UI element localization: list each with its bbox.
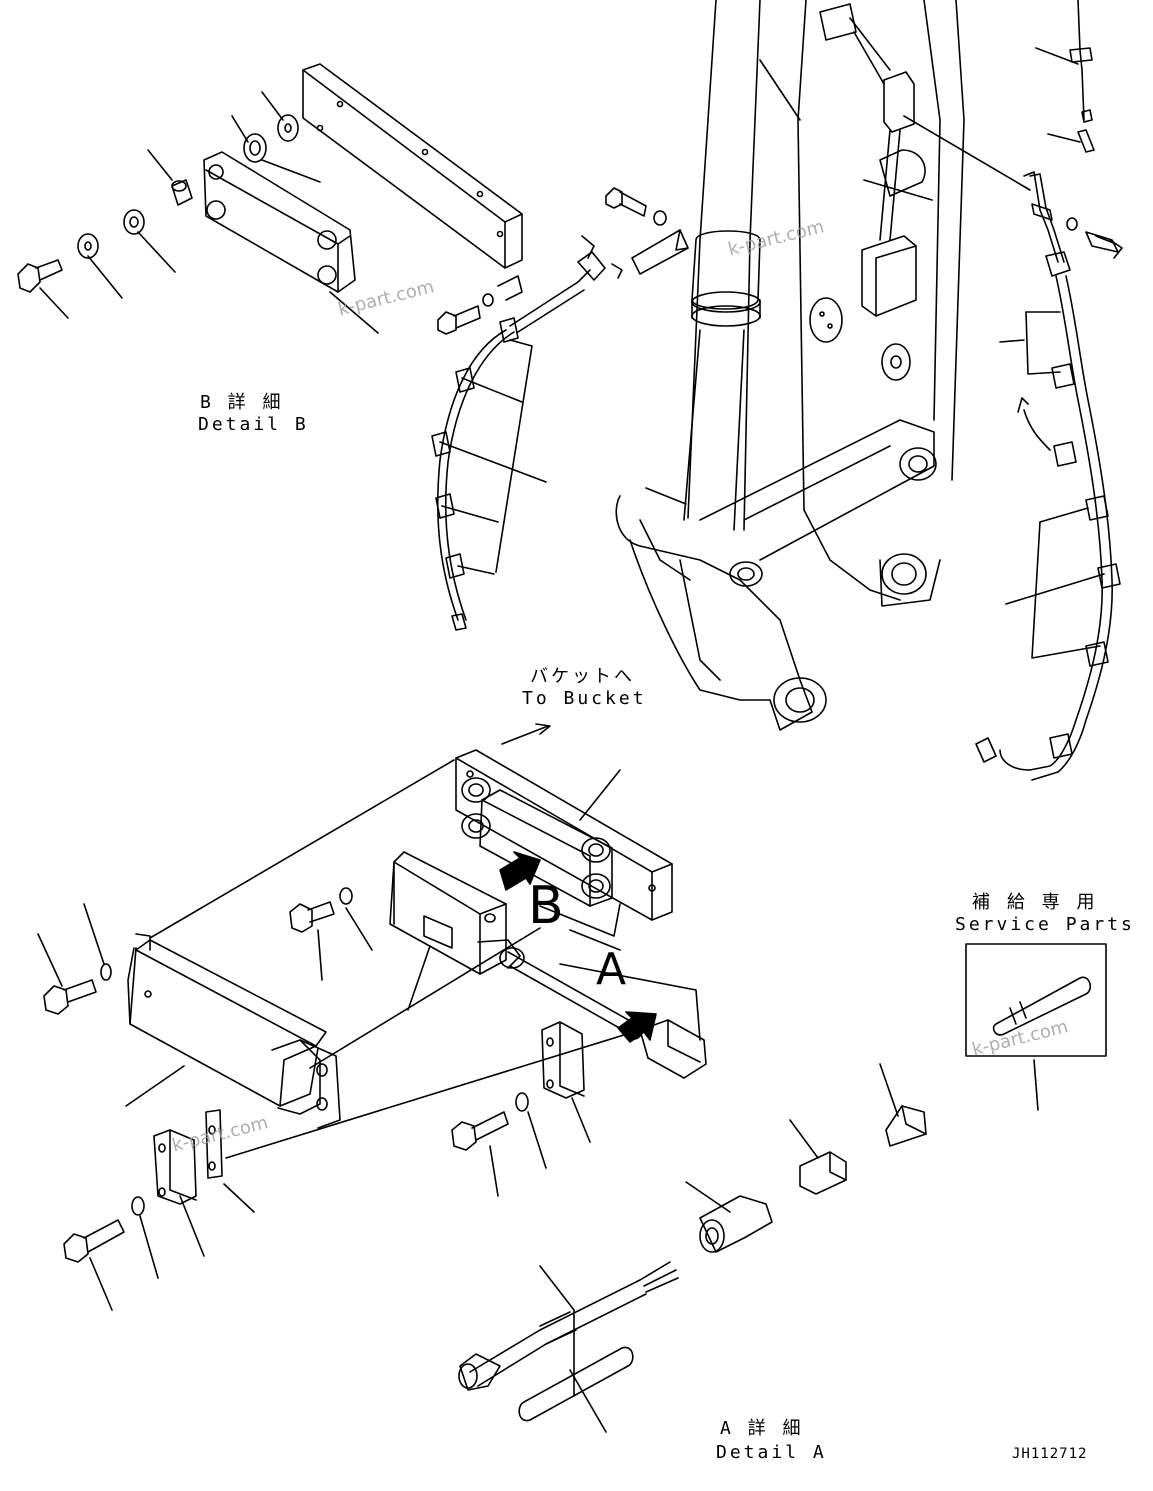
washer-b2	[124, 210, 144, 234]
detail-b-label-jp: B 詳 細	[200, 392, 284, 413]
service-parts-label-en: Service Parts	[955, 914, 1135, 935]
to-bucket-label-en: To Bucket	[522, 688, 647, 709]
detail-a-label-en: Detail A	[716, 1442, 827, 1463]
callout-b: B	[528, 876, 564, 936]
bolt-c1	[290, 902, 334, 932]
washer-b3	[78, 234, 98, 258]
service-parts-label-jp: 補 給 専 用	[972, 892, 1098, 913]
detail-a-label-jp: A 詳 細	[720, 1418, 804, 1439]
service-parts-box	[966, 944, 1106, 1110]
spacer-b	[244, 134, 266, 162]
detail-b-label-en: Detail B	[198, 414, 309, 435]
callout-a: A	[596, 944, 627, 995]
washer-b1	[278, 115, 298, 141]
clamp-assembly-lower	[452, 1022, 590, 1196]
detail-b-assembly	[18, 64, 522, 333]
detail-a-parts	[459, 1064, 926, 1432]
drawing-number: JH112712	[1012, 1446, 1088, 1462]
harness-right	[904, 0, 1124, 780]
to-bucket-label-jp: バケットへ	[530, 666, 635, 687]
collar-b	[172, 180, 192, 205]
bolt-b	[18, 260, 62, 292]
mounting-plate-b	[303, 64, 522, 268]
controller-assembly	[150, 724, 706, 1158]
harness-upper	[432, 188, 688, 630]
boom-arm-structure	[616, 0, 964, 730]
bracket-plate-b	[204, 152, 355, 292]
cover-assembly	[38, 904, 340, 1310]
